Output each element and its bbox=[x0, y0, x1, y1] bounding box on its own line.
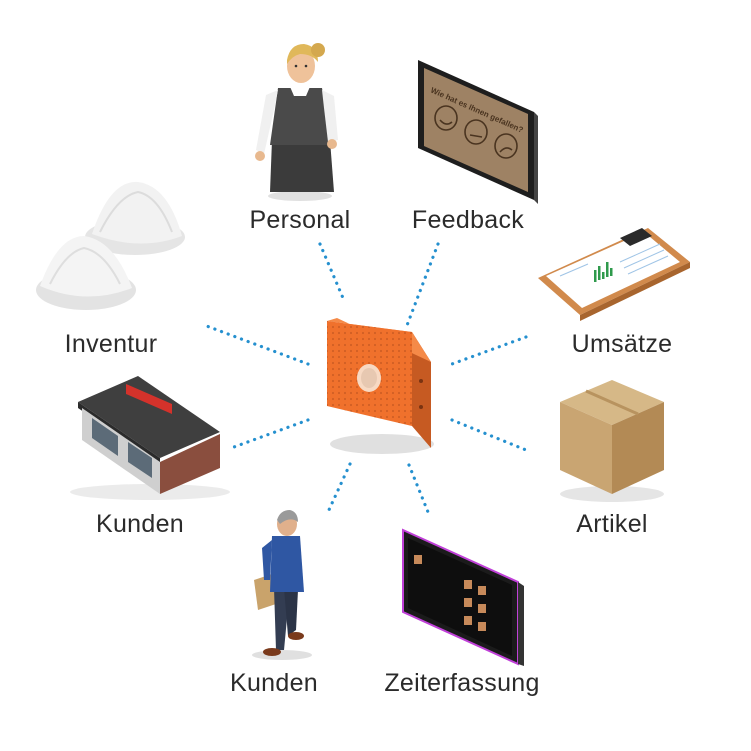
connector-personal bbox=[318, 242, 345, 300]
connector-inventur bbox=[202, 323, 310, 366]
clipboard-chart-icon bbox=[538, 228, 690, 321]
flour-piles-icon bbox=[36, 181, 185, 310]
connector-kunden-shop bbox=[232, 418, 310, 449]
feedback-tablet-icon: Wie hat es Ihnen gefallen? bbox=[418, 60, 538, 204]
label-artikel: Artikel bbox=[576, 510, 648, 538]
connector-artikel bbox=[450, 418, 528, 452]
label-feedback: Feedback bbox=[411, 206, 525, 234]
label-inventur: Inventur bbox=[64, 330, 158, 358]
connector-kunden-person bbox=[326, 462, 352, 514]
label-personal: Personal bbox=[249, 206, 351, 234]
central-device-icon bbox=[327, 318, 434, 454]
connector-zeiterfassung bbox=[407, 463, 430, 514]
cardboard-box-icon bbox=[560, 380, 664, 502]
time-clock-terminal-icon bbox=[402, 528, 524, 666]
label-zeiterfassung: Zeiterfassung bbox=[384, 669, 540, 697]
shop-building-icon bbox=[70, 376, 230, 500]
label-umsaetze: Umsätze bbox=[571, 330, 673, 358]
label-kunden-shop: Kunden bbox=[96, 510, 184, 538]
label-kunden-person: Kunden bbox=[230, 669, 318, 697]
waitress-icon bbox=[255, 43, 338, 201]
connector-feedback bbox=[404, 242, 440, 330]
shopper-icon bbox=[252, 510, 312, 660]
connector-umsaetze bbox=[450, 335, 528, 366]
connector-lines bbox=[202, 242, 528, 514]
